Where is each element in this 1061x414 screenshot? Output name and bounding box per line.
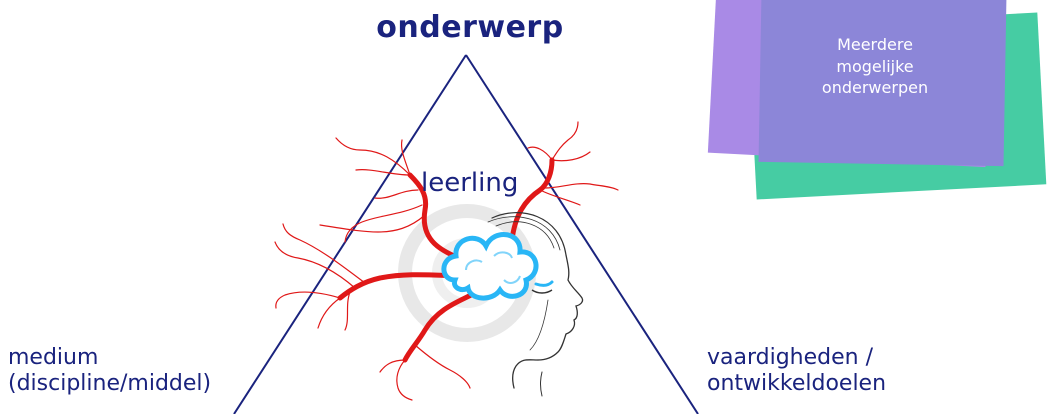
- triangle-left-edge: [234, 55, 466, 414]
- topic-label: onderwerp: [0, 10, 940, 46]
- student-label: leerling: [421, 168, 518, 199]
- medium-label: medium (discipline/middel): [8, 345, 211, 398]
- skills-label: vaardigheden / ontwikkeldoelen: [707, 345, 886, 398]
- eye-icon: [532, 282, 552, 293]
- triangle-edges: [234, 55, 698, 414]
